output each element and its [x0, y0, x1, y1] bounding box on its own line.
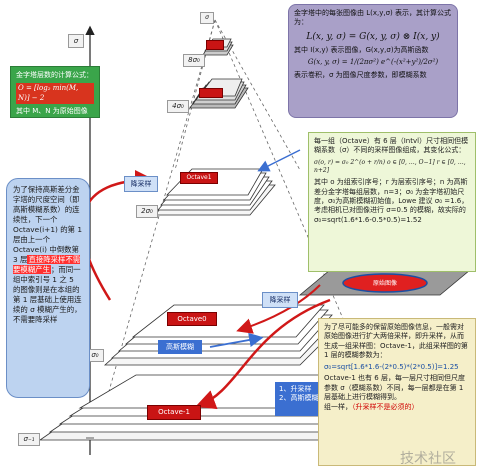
upsample-arrow: [195, 298, 331, 410]
layers-box: 金字塔层数的计算公式： O = [log₂ min(M, N)] − 2 其中 …: [10, 66, 100, 118]
formula-line3: 表示卷积，σ 为图像尺度参数，即模糊系数: [294, 70, 427, 79]
octave0-label: Octave0: [167, 312, 217, 326]
octave-eq: σ(o, r) = σ₀ 2^(o + r/n) o ∈ [0, …, O−1]…: [314, 158, 466, 174]
upsample-box: 为了尽可能多的保留原始图像信息，一般需对原始图像进行扩大两倍采样，即升采样，从而…: [318, 318, 476, 466]
octave-minus1-label: Octave-1: [147, 405, 201, 420]
downsample-label-top: 降采样: [124, 176, 158, 192]
sigma-minus1-label: σ₋₁: [18, 433, 40, 446]
formula-line2: 其中 I(x,y) 表示图像，G(x,y,σ)为高斯函数: [294, 46, 429, 55]
watermark-text: 技术社区: [400, 451, 456, 467]
sigma-top-label: σ: [200, 12, 214, 24]
original-image-ellipse: [342, 273, 428, 293]
steps-line1: 1、升采样: [279, 385, 312, 393]
formula-box: 金字塔中的每张图像由 L(x,y,σ) 表示，其计算公式为： L(x, y, σ…: [288, 4, 458, 118]
layers-note: 其中 M、N 为原始图像的行和列数: [16, 107, 88, 117]
original-image-label: 原始图像: [372, 280, 397, 287]
upsample-tail: 组一样，: [324, 402, 352, 411]
octave-text2: 其中 o 为组索引序号；r 为层索引序号；n 为高斯差分金字塔每组层数，n=3；…: [314, 178, 469, 224]
octave-text1: 每一组（Octave）有 6 层（Intvl）尺寸相同但模糊系数（σ）不同的采样…: [314, 137, 469, 155]
octave-box: 每一组（Octave）有 6 层（Intvl）尺寸相同但模糊系数（σ）不同的采样…: [308, 132, 476, 272]
formula-line1: 金字塔中的每张图像由 L(x,y,σ) 表示，其计算公式为：: [294, 9, 451, 27]
octave-box-arrow: [257, 149, 301, 172]
sigma-4-label: 4σ₀: [167, 100, 189, 113]
layers-title: 金字塔层数的计算公式：: [16, 71, 93, 79]
sigma-2-label: 2σ₀: [136, 205, 158, 218]
sigma-8-label: 8σ₀: [183, 54, 205, 67]
octave3-label: [206, 40, 224, 50]
downsample-arrow-right: [236, 284, 321, 334]
layers-formula: O = [log₂ min(M, N)] − 2: [16, 83, 94, 105]
gaussian-blur-label: 高斯模糊: [158, 340, 202, 354]
gaussian-blur-arrow: [209, 332, 264, 348]
continuity-text: 为了保持高斯差分金字塔的尺度空间（即高斯模糊系数）的连续性，下一个 Octave…: [13, 185, 83, 264]
octave2-label: [199, 88, 223, 98]
upsample-highlight: （升采样不是必须的）: [352, 402, 419, 411]
upsample-text1: 为了尽可能多的保留原始图像信息，一般需对原始图像进行扩大两倍采样，即升采样，从而…: [324, 323, 468, 360]
downsample-label-right: 降采样: [262, 292, 298, 308]
continuity-text2: ；而同一组中索引号 1 之 5 的图像则是在本组的第 1 层基础上使用连续的 σ…: [13, 264, 82, 324]
sigma-axis-label: σ: [68, 34, 84, 48]
octave0-planes: [103, 304, 341, 366]
continuity-box: 为了保持高斯差分金字塔的尺度空间（即高斯模糊系数）的连续性，下一个 Octave…: [6, 178, 90, 398]
upsample-eq: σ₀=sqrt[1.6*1.6-(2*0.5)*(2*0.5)]=1.25: [324, 362, 459, 371]
formula-eq2: G(x, y, σ) = 1/(2πσ²) e^(-(x²+y²)/2σ²): [307, 58, 439, 67]
steps-line2: 2、高斯模糊: [279, 394, 319, 403]
upsample-text2: Octave-1 也有 6 层，每一层尺寸相同但尺度参数 σ（模糊系数）不同，每…: [324, 374, 465, 402]
octave1-label: Octave1: [180, 172, 218, 184]
formula-eq1: L(x, y, σ) = G(x, y, σ) ⊗ I(x, y): [306, 31, 440, 42]
